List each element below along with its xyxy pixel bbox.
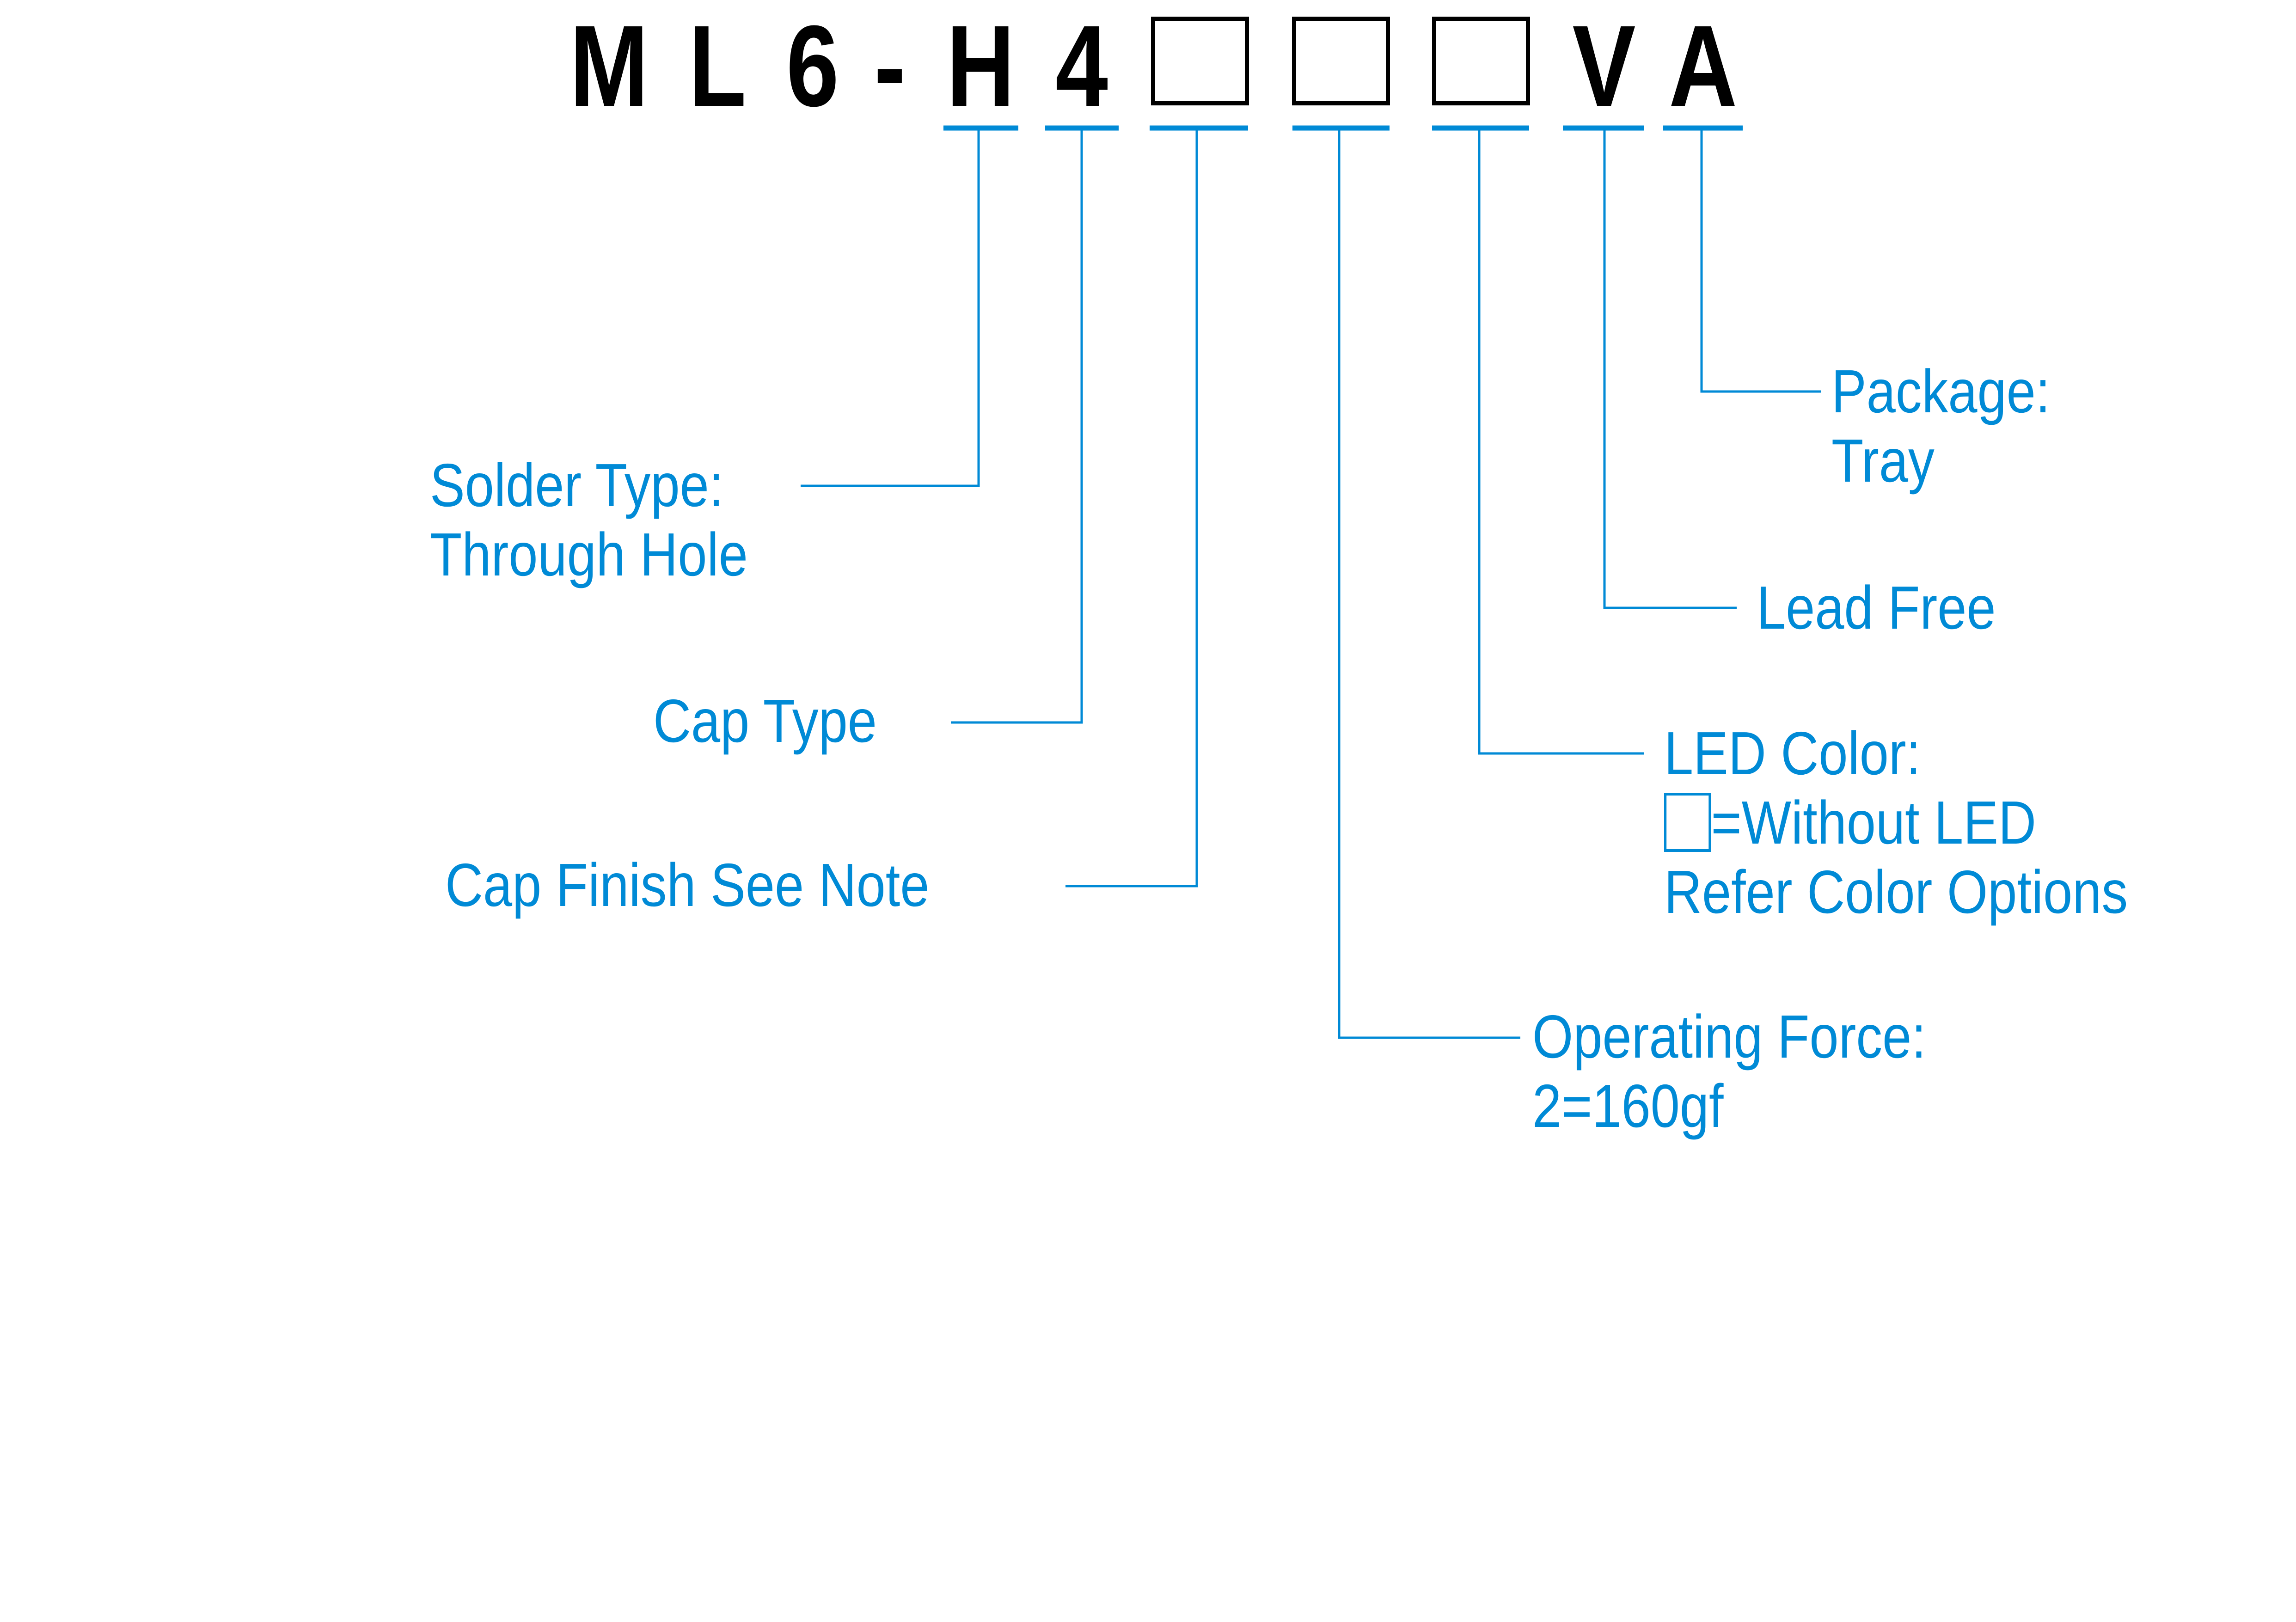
callout-cap-type: Cap Type bbox=[653, 686, 877, 756]
led-color-value: =Without LED bbox=[1711, 789, 2037, 857]
pn-char-dash: - bbox=[874, 1, 906, 130]
placeholder-box-cap-finish bbox=[1151, 17, 1249, 105]
pn-char-4: 4 bbox=[1055, 1, 1108, 130]
placeholder-box-led-color bbox=[1432, 17, 1530, 105]
pn-char-v: V bbox=[1572, 1, 1636, 130]
callout-package: Package: Tray bbox=[1831, 357, 2050, 496]
callout-led-color: LED Color: =Without LED Refer Color Opti… bbox=[1664, 719, 2128, 927]
leader-cap-finish bbox=[1065, 128, 1198, 888]
leader-solder-type bbox=[801, 128, 980, 487]
cap-finish-title: Cap Finish See Note bbox=[445, 851, 930, 919]
pn-char-m: M bbox=[569, 1, 649, 130]
pn-char-6: 6 bbox=[786, 1, 839, 130]
package-title: Package: bbox=[1831, 357, 2051, 425]
operating-force-title: Operating Force: bbox=[1532, 1003, 1926, 1071]
leader-lead-free bbox=[1603, 128, 1737, 609]
cap-type-title: Cap Type bbox=[653, 687, 877, 755]
led-color-value-line: =Without LED bbox=[1664, 788, 2128, 857]
pn-char-a: A bbox=[1669, 1, 1738, 130]
lead-free-title: Lead Free bbox=[1757, 574, 1996, 642]
package-value: Tray bbox=[1831, 427, 1935, 495]
callout-cap-finish: Cap Finish See Note bbox=[445, 851, 929, 920]
callout-operating-force: Operating Force: 2=160gf bbox=[1532, 1002, 1926, 1141]
leader-package bbox=[1700, 128, 1821, 393]
placeholder-box-icon bbox=[1664, 793, 1711, 852]
callout-lead-free: Lead Free bbox=[1757, 573, 1996, 643]
leader-led-color bbox=[1478, 128, 1644, 755]
placeholder-box-operating-force bbox=[1292, 17, 1390, 105]
solder-type-value: Through Hole bbox=[430, 520, 748, 588]
leader-cap-type bbox=[951, 128, 1083, 724]
led-color-title: LED Color: bbox=[1664, 719, 1921, 787]
solder-type-title: Solder Type: bbox=[430, 451, 724, 519]
pn-char-l: L bbox=[688, 1, 747, 130]
operating-force-value: 2=160gf bbox=[1532, 1072, 1724, 1140]
leader-operating-force bbox=[1338, 128, 1520, 1039]
led-color-note: Refer Color Options bbox=[1664, 858, 2128, 926]
pn-char-h: H bbox=[946, 1, 1015, 130]
callout-solder-type: Solder Type: Through Hole bbox=[430, 451, 748, 589]
